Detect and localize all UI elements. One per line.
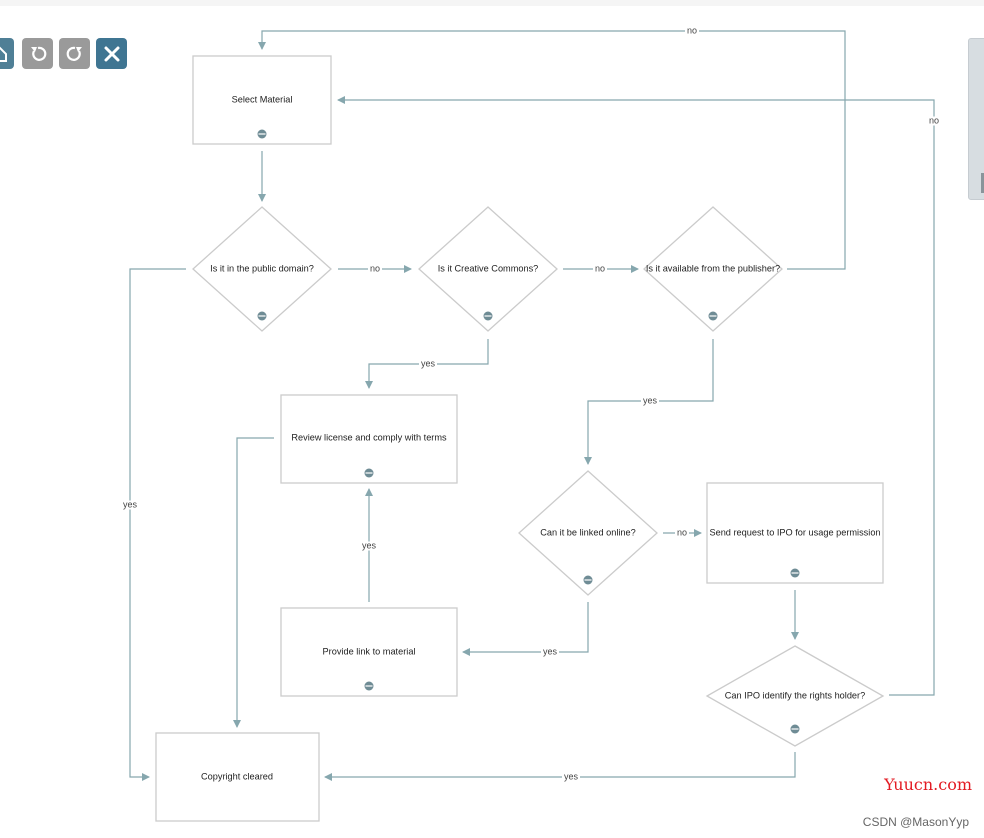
node-ipo-identify[interactable] [705, 645, 885, 747]
collapse-icon[interactable] [257, 129, 267, 139]
close-button[interactable] [96, 38, 127, 69]
edge-label-cc-review: yes [418, 358, 438, 369]
edge-label-cc-pub: no [592, 263, 608, 274]
label-provide-link: Provide link to material [322, 646, 416, 657]
label-review-license: Review license and comply with terms [291, 432, 447, 443]
node-creative-commons[interactable] [418, 206, 558, 332]
label-copyright-cleared: Copyright cleared [200, 771, 274, 782]
close-icon [104, 46, 119, 61]
label-send-request: Send request to IPO for usage permission [709, 527, 881, 538]
collapse-icon[interactable] [790, 724, 800, 734]
collapse-icon[interactable] [583, 575, 593, 585]
redo-button[interactable] [59, 38, 90, 69]
node-copyright-cleared[interactable] [155, 732, 320, 822]
collapse-icon[interactable] [790, 568, 800, 578]
edge-public-domain-to-cleared[interactable] [129, 268, 186, 781]
collapse-icon[interactable] [364, 681, 374, 691]
node-publisher[interactable] [643, 206, 783, 332]
label-linked-online: Can it be linked online? [540, 527, 636, 538]
label-select-material: Select Material [231, 94, 293, 105]
home-icon [0, 46, 7, 62]
label-creative-commons: Is it Creative Commons? [437, 263, 539, 274]
watermark-csdn: CSDN @MasonYyp [862, 815, 969, 829]
edge-ipo-to-cleared[interactable] [324, 752, 796, 781]
edge-review-to-cleared[interactable] [233, 437, 274, 728]
edge-label-pd-cleared: yes [120, 499, 140, 510]
label-publisher: Is it available from the publisher? [645, 263, 781, 274]
side-panel-tab[interactable] [968, 38, 984, 200]
collapse-icon[interactable] [483, 311, 493, 321]
node-linked-online[interactable] [518, 470, 658, 596]
edge-label-ipo-cleared: yes [561, 771, 581, 782]
edge-label-pub-linked: yes [640, 395, 660, 406]
edge-label-linked-provide: yes [540, 646, 560, 657]
edge-ipo-to-select[interactable] [337, 96, 935, 696]
edge-label-pd-cc: no [367, 263, 383, 274]
undo-icon [30, 46, 46, 61]
node-handles [257, 129, 800, 734]
edge-publisher-to-select[interactable] [258, 30, 846, 270]
label-public-domain: Is it in the public domain? [210, 263, 314, 274]
node-select-material[interactable] [192, 55, 332, 145]
label-ipo-identify: Can IPO identify the rights holder? [724, 690, 866, 701]
edge-label-provide-review: yes [359, 540, 379, 551]
undo-button[interactable] [22, 38, 53, 69]
edge-label-ipo-select: no [926, 115, 942, 126]
node-public-domain[interactable] [192, 206, 332, 332]
node-send-request[interactable] [706, 482, 884, 584]
node-review-license[interactable] [280, 394, 458, 484]
side-panel-handle[interactable] [981, 173, 984, 193]
node-provide-link[interactable] [280, 607, 458, 697]
edge-linked-to-provide[interactable] [462, 602, 589, 656]
collapse-icon[interactable] [364, 468, 374, 478]
edge-label-linked-send: no [674, 527, 690, 538]
home-button[interactable] [0, 38, 14, 69]
edge-label-pub-select: no [684, 25, 700, 36]
collapse-icon[interactable] [257, 311, 267, 321]
collapse-icon[interactable] [708, 311, 718, 321]
top-strip [0, 0, 984, 6]
watermark-yuucn: Yuucn.com [884, 775, 972, 794]
redo-icon [66, 46, 82, 61]
